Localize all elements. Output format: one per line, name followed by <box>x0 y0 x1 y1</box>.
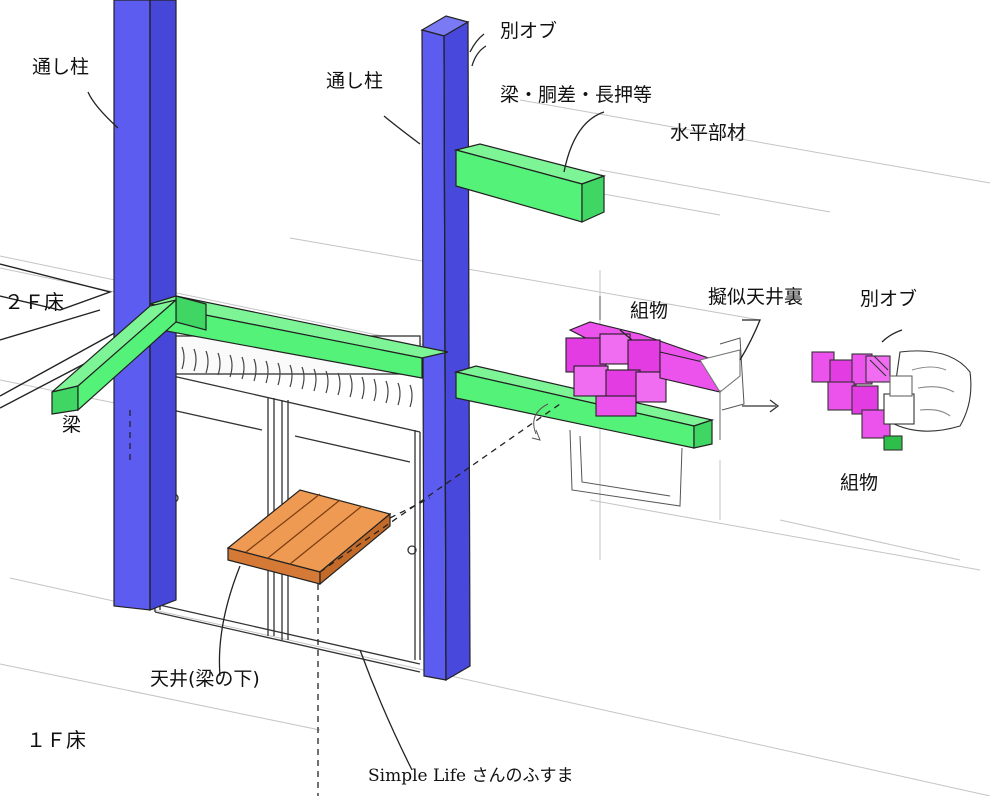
ceiling-board <box>226 489 392 586</box>
kumimono-right-label: 組物 <box>840 472 879 494</box>
upper-horizontal-member <box>453 143 607 223</box>
ceiling-under-beam-label: 天井(梁の下) <box>150 668 260 690</box>
pseudo-ceiling-label: 擬似天井裏 <box>708 286 804 308</box>
second-floor-slab <box>0 263 131 409</box>
first-floor-label: １Ｆ床 <box>26 728 86 752</box>
through-pillar-right-label: 通し柱 <box>326 70 384 92</box>
beam-label: 梁 <box>62 414 82 436</box>
left-through-pillar <box>113 0 177 611</box>
second-floor-label: ２Ｆ床 <box>4 290 64 314</box>
arrow-head-icon <box>769 399 780 413</box>
projection-dashes <box>129 403 561 796</box>
separate-order-top-label: 別オブ <box>500 20 558 42</box>
arrow-icons <box>742 399 780 413</box>
detail-kumimono-sketch <box>811 350 972 451</box>
through-pillar-left-label: 通し柱 <box>32 56 90 78</box>
leader-lines <box>87 33 903 771</box>
short-beam-left <box>51 298 177 415</box>
horizontal-members-label: 水平部材 <box>670 122 747 144</box>
credit-label: Simple Life さんのふすま <box>368 766 574 786</box>
pseudo-ceiling-sketch <box>531 296 745 507</box>
kumimono-top-label: 組物 <box>630 300 669 322</box>
door-handle-icon <box>407 545 417 555</box>
horizontal-members-list-label: 梁・胴差・長押等 <box>500 84 653 106</box>
long-beam <box>149 295 449 379</box>
construction-lines <box>0 99 991 796</box>
kumimono-cluster <box>565 321 741 440</box>
separate-order-right-label: 別オブ <box>860 288 918 310</box>
